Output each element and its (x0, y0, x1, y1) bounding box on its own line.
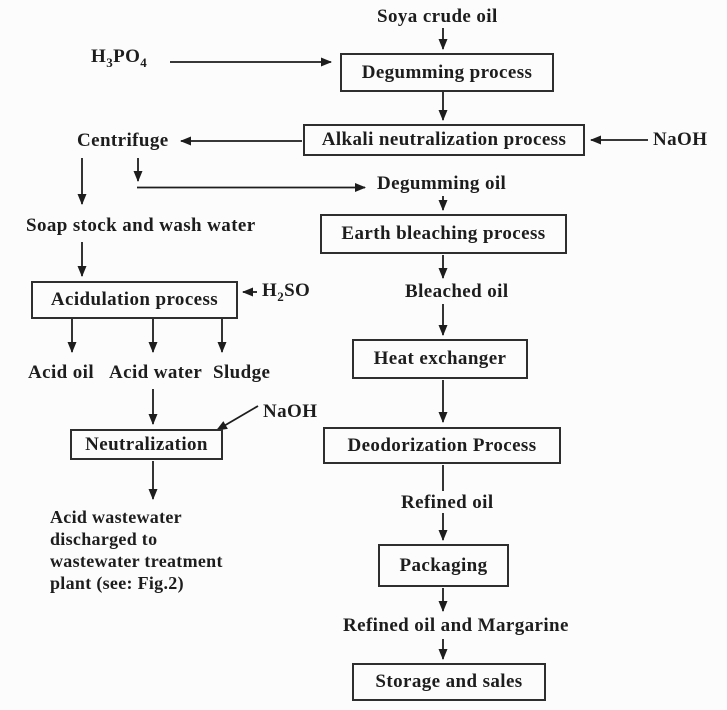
process-box-acidulation: Acidulation process (31, 281, 238, 319)
arrow-naoh-to-neutralization (216, 405, 259, 431)
label-acid-oil: Acid oil (28, 362, 95, 383)
note-acid-wastewater: Acid wastewater discharged to wastewater… (50, 506, 223, 594)
h2so-subscript: 2 (277, 288, 285, 304)
process-box-degumming: Degumming process (340, 53, 554, 92)
label-refined-oil: Refined oil (401, 492, 494, 513)
label-sludge: Sludge (213, 362, 271, 383)
label-degumming-oil: Degumming oil (377, 173, 507, 194)
label-naoh-bottom: NaOH (263, 401, 318, 422)
process-box-heat-exchanger: Heat exchanger (352, 339, 528, 379)
note-line: wastewater treatment (50, 551, 223, 571)
label-centrifuge: Centrifuge (77, 130, 169, 151)
h3po4-subscript: 4 (140, 54, 148, 70)
label-soya-crude-oil: Soya crude oil (377, 6, 498, 27)
h3po4-part: PO (113, 46, 141, 67)
h3po4-subscript: 3 (106, 54, 114, 70)
process-box-deodorization: Deodorization Process (323, 427, 561, 464)
label-naoh-top: NaOH (653, 129, 708, 150)
label-refined-oil-margarine: Refined oil and Margarine (343, 615, 569, 636)
label-acid-water: Acid water (109, 362, 203, 383)
process-box-storage-sales: Storage and sales (352, 663, 546, 701)
label-h2so: H2SO (262, 280, 311, 304)
h2so-part: SO (284, 280, 311, 301)
note-line: Acid wastewater (50, 507, 182, 527)
label-h3po4: H3PO4 (91, 46, 148, 70)
process-box-neutralization: Neutralization (70, 429, 223, 460)
label-bleached-oil: Bleached oil (405, 281, 509, 302)
label-soap-stock: Soap stock and wash water (26, 215, 256, 236)
process-box-packaging: Packaging (378, 544, 509, 587)
process-box-earth-bleaching: Earth bleaching process (320, 214, 567, 254)
note-line: discharged to (50, 529, 158, 549)
note-line: plant (see: Fig.2) (50, 573, 184, 593)
process-box-alkali-neutralization: Alkali neutralization process (303, 124, 585, 156)
h2so-part: H (262, 280, 278, 301)
h3po4-part: H (91, 46, 107, 67)
